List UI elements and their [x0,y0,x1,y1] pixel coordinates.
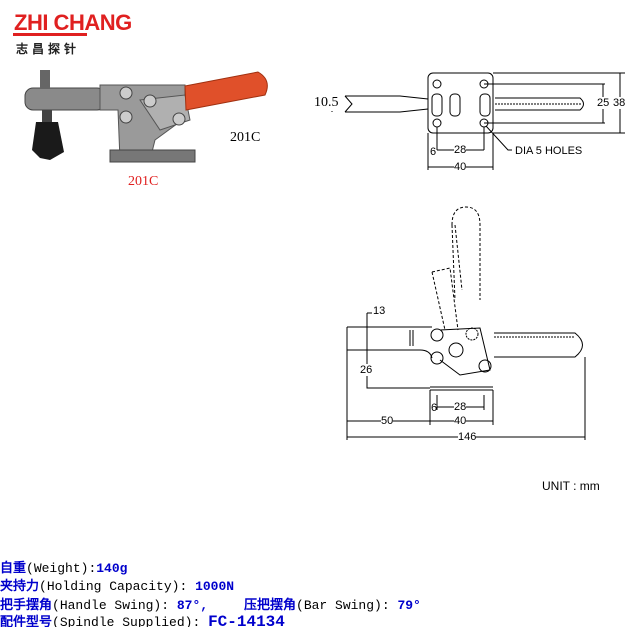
dim-50: 50 [381,415,394,427]
spec-sep: : [88,561,97,576]
spec-label-cn: 配件型号 [0,615,53,627]
spec-label-en: (Spindle Supplied) [52,615,193,627]
spec-spindle: 配件型号(Spindle Supplied): FC-14134 [0,611,285,627]
dim-38: 38 [613,97,626,109]
spec-weight: 自重(Weight):140g [0,557,127,576]
dim-25: 25 [597,97,610,109]
spec-label-cn: 自重 [0,561,27,576]
spec-sep: : [161,598,177,613]
spec-sep: : [192,615,209,627]
spec-value: 79° [397,598,421,613]
spec-label-en: (Weight) [26,561,89,576]
spec-sep: : [381,598,398,613]
spec-label-en: (Handle Swing) [52,598,162,613]
spec-value: 140g [96,561,128,576]
dim-bar-width: 10.5 [314,95,339,111]
dim-13: 13 [373,305,386,317]
spec-holding-capacity: 夹持力(Holding Capacity): 1000N [0,575,234,594]
unit-label: UNIT : mm [542,479,600,493]
dim-28-side: 28 [454,401,467,413]
clamp-photo [24,70,268,163]
brand-logo-cn: 志昌探针 [16,42,81,56]
dim-6-side: 6 [431,402,438,414]
spec-value: FC-14134 [208,613,285,627]
dim-26: 26 [360,364,373,376]
brand-logo: ZHI CHANG [14,10,132,35]
logo-underline [13,33,87,36]
dim-40-side: 40 [454,415,467,427]
spec-sep: : [179,579,196,594]
dim-28-top: 28 [454,144,467,156]
spec-bar-swing: 压把摆角(Bar Swing): 79° [244,594,421,613]
spec-label-cn: 压把摆角 [244,598,297,613]
dim-40-top: 40 [454,161,467,173]
spec-value: 87°, [176,598,209,613]
spec-value: 1000N [195,579,235,594]
model-caption-red: 201C [128,174,159,189]
dim-6-top: 6 [430,146,437,158]
spec-label-cn: 夹持力 [0,579,40,594]
spec-label-cn: 把手摆角 [0,598,53,613]
dim-146: 146 [458,431,477,443]
spec-handle-swing: 把手摆角(Handle Swing): 87°, [0,594,208,613]
spec-label-en: (Bar Swing) [296,598,382,613]
model-caption: 201C [230,130,261,145]
holes-note: DIA 5 HOLES [515,145,583,157]
spec-label-en: (Holding Capacity) [39,579,180,594]
top-view-drawing [331,72,625,170]
